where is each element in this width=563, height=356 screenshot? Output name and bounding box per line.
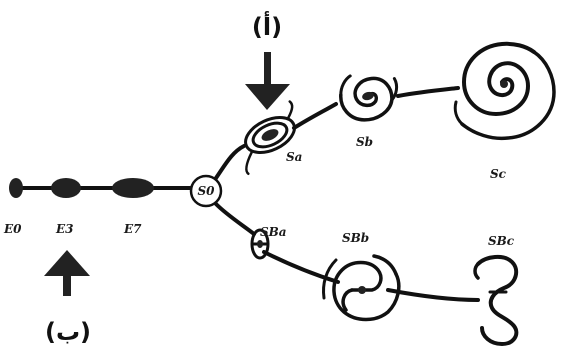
label-sa: Sa (286, 150, 302, 164)
label-sba: SBa (260, 225, 287, 239)
junction-s0 (189, 174, 223, 208)
galaxy-e0 (9, 178, 23, 198)
barred-branch-line (214, 202, 256, 236)
label-sb: Sb (356, 135, 373, 149)
galaxy-e7 (112, 178, 154, 198)
barred-branch-line (386, 288, 480, 302)
label-e3: E3 (55, 222, 74, 236)
spiral-branch-line (214, 144, 246, 180)
label-s0: S0 (197, 184, 215, 198)
label-e0: E0 (3, 222, 22, 236)
galaxy-sbc (473, 255, 519, 346)
arrow-b (44, 250, 90, 296)
marker-a: (أ) (252, 11, 282, 41)
marker-b: (ب) (45, 318, 91, 346)
label-sbb: SBb (342, 231, 369, 245)
label-sc: Sc (490, 167, 507, 181)
galaxy-e3 (51, 178, 81, 198)
galaxy-sb (339, 74, 399, 122)
galaxy-sbb (322, 254, 401, 322)
arrow-a (245, 52, 290, 110)
galaxy-sc (453, 41, 556, 141)
galaxy-sba (250, 228, 270, 260)
label-e7: E7 (123, 222, 142, 236)
spiral-branch-line (396, 86, 460, 98)
galaxy-sa (244, 100, 296, 176)
barred-branch-line (262, 250, 340, 284)
spiral-branch-line (292, 102, 338, 130)
label-sbc: SBc (488, 234, 515, 248)
